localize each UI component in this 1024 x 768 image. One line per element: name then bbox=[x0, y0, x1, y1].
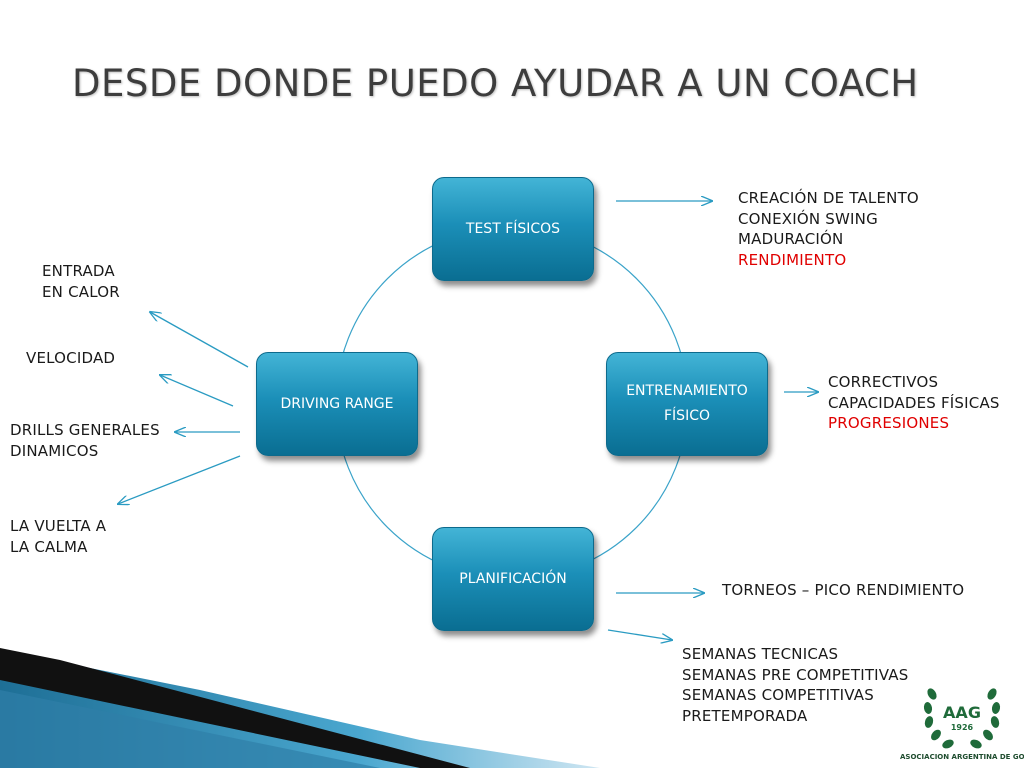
list-item: CAPACIDADES FÍSICAS bbox=[828, 393, 1000, 412]
node-driving-range: DRIVING RANGE bbox=[256, 352, 418, 456]
arrow-entrada bbox=[150, 312, 249, 368]
list-item: CONEXIÓN SWING bbox=[738, 209, 878, 228]
list-item: ENTRADA bbox=[42, 262, 115, 280]
list-item: DRILLS GENERALES bbox=[10, 421, 160, 439]
aag-logo: AAG 1926 bbox=[923, 688, 1001, 749]
vuelta-a-la-calma-label: LA VUELTA A LA CALMA bbox=[10, 516, 106, 557]
entrada-en-calor-label: ENTRADA EN CALOR bbox=[42, 261, 120, 302]
node-test-fisicos-label: TEST FÍSICOS bbox=[465, 220, 561, 237]
list-item: SEMANAS COMPETITIVAS bbox=[682, 686, 874, 704]
test-fisicos-list: CREACIÓN DE TALENTO CONEXIÓN SWING MADUR… bbox=[738, 188, 919, 270]
node-test-fisicos: TEST FÍSICOS bbox=[432, 177, 594, 281]
list-item: CORRECTIVOS bbox=[828, 373, 939, 391]
node-driving-range-label: DRIVING RANGE bbox=[280, 395, 394, 412]
logo-year: 1926 bbox=[951, 723, 974, 732]
logo-caption: ASOCIACION ARGENTINA DE GOLF bbox=[900, 753, 1024, 761]
node-planificacion: PLANIFICACIÓN bbox=[432, 527, 594, 631]
list-item: SEMANAS PRE COMPETITIVAS bbox=[682, 665, 909, 684]
list-item: TORNEOS – PICO RENDIMIENTO bbox=[722, 581, 965, 599]
arrow-vuelta bbox=[118, 455, 241, 504]
list-item: PRETEMPORADA bbox=[682, 706, 808, 725]
arrow-velocidad bbox=[160, 375, 234, 407]
laurel-wreath-icon bbox=[923, 688, 1001, 749]
list-item: SEMANAS TECNICAS bbox=[682, 645, 839, 663]
list-item: DINAMICOS bbox=[10, 441, 99, 460]
list-item: CREACIÓN DE TALENTO bbox=[738, 189, 919, 207]
list-item: LA CALMA bbox=[10, 537, 88, 556]
list-item: LA VUELTA A bbox=[10, 517, 107, 535]
list-item: VELOCIDAD bbox=[26, 349, 116, 367]
list-item-highlight: RENDIMIENTO bbox=[738, 250, 847, 269]
torneos-label: TORNEOS – PICO RENDIMIENTO bbox=[722, 580, 964, 601]
list-item: EN CALOR bbox=[42, 282, 120, 301]
slide-title: DESDE DONDE PUEDO AYUDAR A UN COACH bbox=[72, 62, 919, 105]
arrow-semanas bbox=[607, 629, 672, 640]
logo-initials: AAG bbox=[943, 703, 981, 722]
node-entrenamiento-label-line1: ENTRENAMIENTO bbox=[626, 383, 748, 399]
node-entrenamiento-fisico: ENTRENAMIENTO FÍSICO bbox=[606, 352, 768, 456]
drills-label: DRILLS GENERALES DINAMICOS bbox=[10, 420, 160, 461]
semanas-list: SEMANAS TECNICAS SEMANAS PRE COMPETITIVA… bbox=[682, 644, 909, 726]
entrenamiento-list: CORRECTIVOS CAPACIDADES FÍSICAS PROGRESI… bbox=[828, 372, 1000, 434]
list-item: MADURACIÓN bbox=[738, 230, 844, 248]
list-item-highlight: PROGRESIONES bbox=[828, 414, 950, 432]
node-entrenamiento-label-line2: FÍSICO bbox=[664, 408, 710, 424]
node-planificacion-label: PLANIFICACIÓN bbox=[459, 570, 567, 587]
velocidad-label: VELOCIDAD bbox=[26, 348, 115, 369]
